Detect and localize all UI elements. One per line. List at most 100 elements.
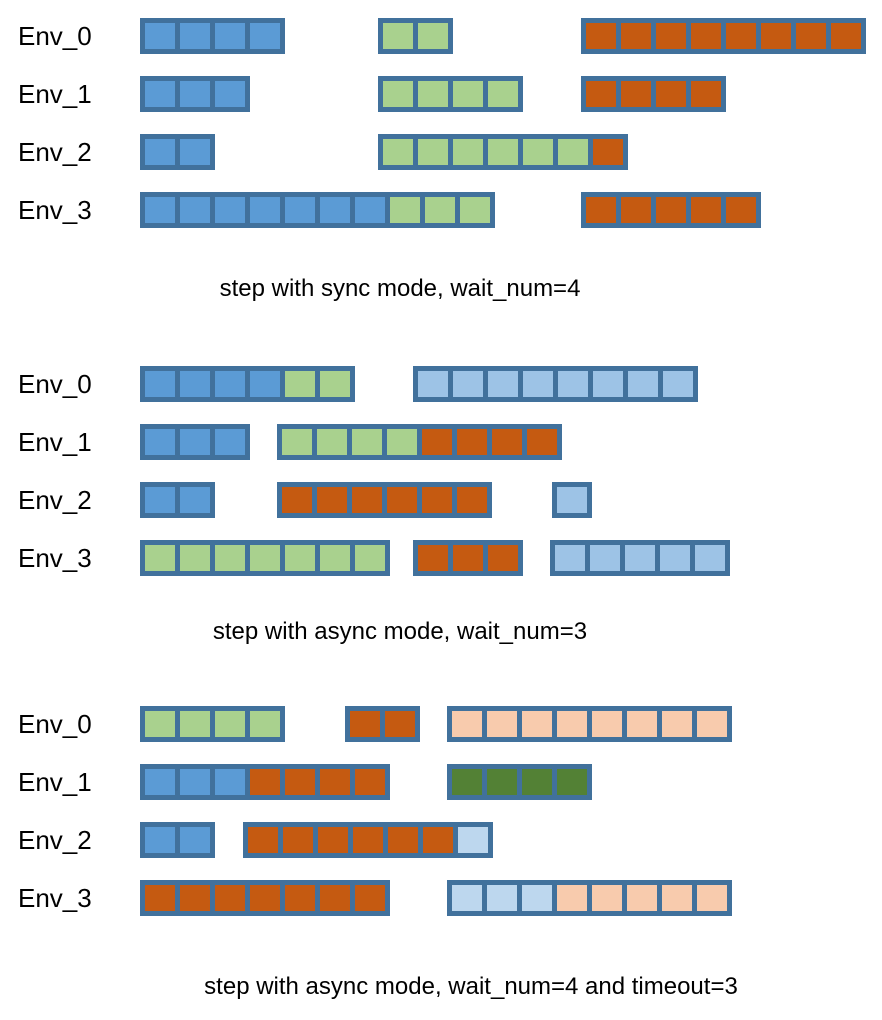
step-bar (581, 192, 761, 228)
orange-step-cell (385, 711, 415, 737)
orange-step-cell (418, 545, 448, 571)
green-step-cell (488, 81, 518, 107)
step-bar (581, 18, 866, 54)
orange-step-cell (621, 23, 651, 49)
bars-track (140, 424, 882, 460)
lightblue-step-cell (593, 371, 623, 397)
paleblue-step-cell (452, 885, 482, 911)
blue-step-cell (215, 81, 245, 107)
green-step-cell (453, 139, 483, 165)
peach-step-cell (522, 711, 552, 737)
green-step-cell (215, 711, 245, 737)
peach-step-cell (662, 711, 692, 737)
green-step-cell (418, 23, 448, 49)
orange-step-cell (387, 487, 417, 513)
lightblue-step-cell (590, 545, 620, 571)
env-label: Env_1 (18, 79, 92, 109)
env-row: Env_3 (0, 880, 882, 916)
orange-step-cell (282, 487, 312, 513)
orange-step-cell (457, 429, 487, 455)
orange-step-cell (320, 885, 350, 911)
env-label: Env_1 (18, 767, 92, 797)
darkgreen-step-cell (557, 769, 587, 795)
blue-step-cell (180, 429, 210, 455)
orange-step-cell (250, 885, 280, 911)
peach-step-cell (592, 885, 622, 911)
env-row: Env_2 (0, 134, 882, 170)
step-bar (140, 822, 215, 858)
step-bar (140, 424, 250, 460)
lightblue-step-cell (628, 371, 658, 397)
bars-track (140, 822, 882, 858)
bars-track (140, 366, 882, 402)
lightblue-step-cell (695, 545, 725, 571)
lightblue-step-cell (663, 371, 693, 397)
green-step-cell (320, 371, 350, 397)
lightblue-step-cell (625, 545, 655, 571)
orange-step-cell (318, 827, 348, 853)
orange-step-cell (285, 885, 315, 911)
orange-step-cell (726, 23, 756, 49)
step-bar (140, 18, 285, 54)
lightblue-step-cell (660, 545, 690, 571)
lightblue-step-cell (453, 371, 483, 397)
env-label: Env_0 (18, 709, 92, 739)
orange-step-cell (320, 769, 350, 795)
step-bar (140, 540, 390, 576)
green-step-cell (453, 81, 483, 107)
green-step-cell (180, 545, 210, 571)
step-bar (140, 706, 285, 742)
orange-step-cell (388, 827, 418, 853)
lightblue-step-cell (555, 545, 585, 571)
step-bar (413, 540, 523, 576)
peach-step-cell (487, 711, 517, 737)
green-step-cell (352, 429, 382, 455)
orange-step-cell (726, 197, 756, 223)
orange-step-cell (453, 545, 483, 571)
blue-step-cell (145, 487, 175, 513)
green-step-cell (282, 429, 312, 455)
orange-step-cell (656, 81, 686, 107)
green-step-cell (317, 429, 347, 455)
bars-track (140, 134, 882, 170)
orange-step-cell (492, 429, 522, 455)
orange-step-cell (796, 23, 826, 49)
blue-step-cell (180, 827, 210, 853)
green-step-cell (460, 197, 490, 223)
blue-step-cell (215, 769, 245, 795)
blue-step-cell (215, 23, 245, 49)
orange-step-cell (621, 197, 651, 223)
bars-track (140, 540, 882, 576)
env-label: Env_2 (18, 485, 92, 515)
blue-step-cell (180, 769, 210, 795)
bars-track (140, 764, 882, 800)
bars-track (140, 192, 882, 228)
green-step-cell (383, 139, 413, 165)
orange-step-cell (621, 81, 651, 107)
blue-step-cell (145, 139, 175, 165)
blue-step-cell (145, 769, 175, 795)
green-step-cell (383, 81, 413, 107)
env-label: Env_3 (18, 195, 92, 225)
blue-step-cell (215, 429, 245, 455)
bars-track (140, 18, 882, 54)
lightblue-step-cell (418, 371, 448, 397)
orange-step-cell (350, 711, 380, 737)
env-row: Env_0 (0, 18, 882, 54)
orange-step-cell (586, 23, 616, 49)
green-step-cell (285, 545, 315, 571)
paleblue-step-cell (487, 885, 517, 911)
blue-step-cell (285, 197, 315, 223)
orange-step-cell (691, 23, 721, 49)
blue-step-cell (145, 429, 175, 455)
green-step-cell (488, 139, 518, 165)
orange-step-cell (457, 487, 487, 513)
blue-step-cell (145, 371, 175, 397)
green-step-cell (250, 545, 280, 571)
blue-step-cell (250, 23, 280, 49)
lightblue-step-cell (558, 371, 588, 397)
